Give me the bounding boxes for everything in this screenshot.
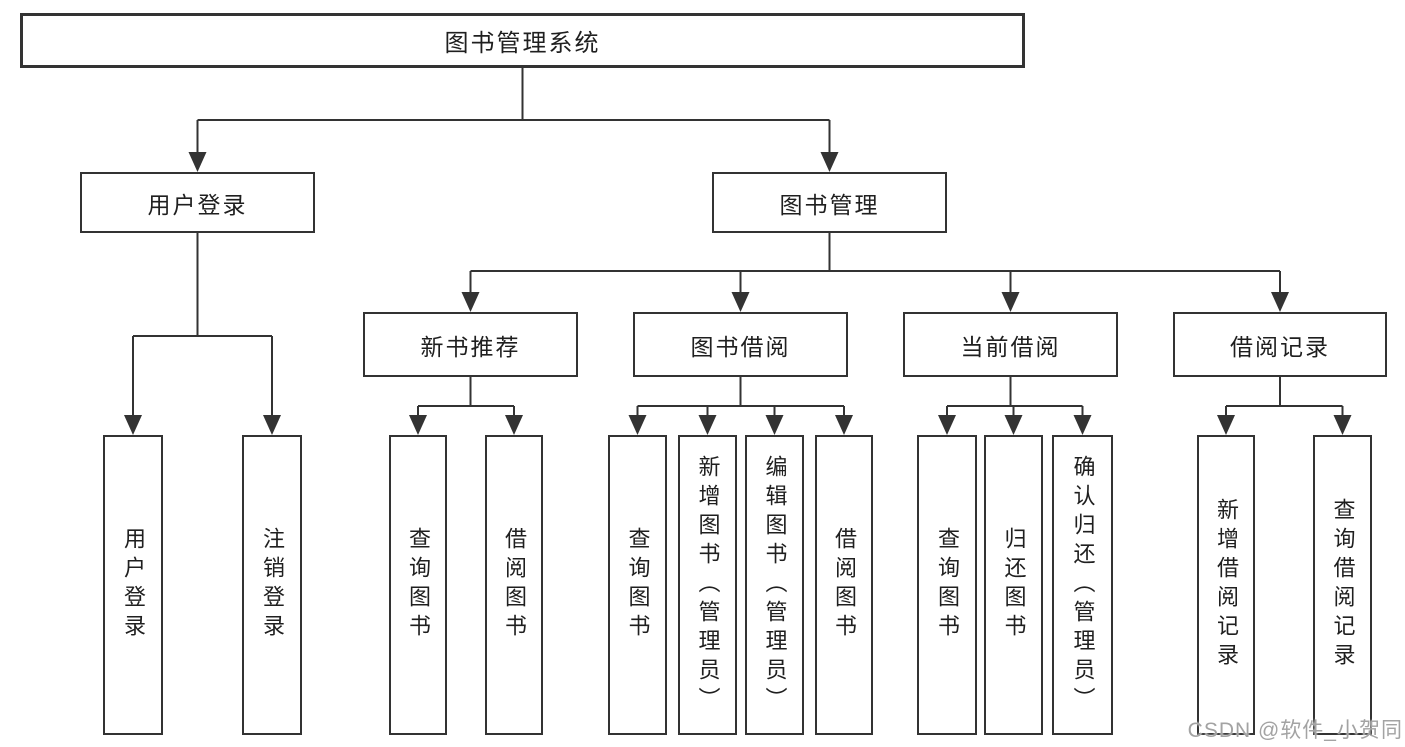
arrowheads [124, 152, 1352, 435]
arrowhead [835, 415, 853, 435]
leaf-borrow-borrow-books: 借阅图书 [815, 435, 873, 735]
arrowhead [409, 415, 427, 435]
leaf-current-return-books: 归还图书 [984, 435, 1043, 735]
arrowhead [765, 415, 784, 435]
arrowhead [505, 415, 523, 435]
arrowhead [698, 415, 717, 435]
node-book-borrow: 图书借阅 [633, 312, 848, 377]
leaf-current-confirm-return-admin: 确认归还（管理员） [1052, 435, 1113, 735]
node-system-root: 图书管理系统 [20, 13, 1025, 68]
node-new-book-recommend: 新书推荐 [363, 312, 578, 377]
arrowhead [731, 292, 750, 312]
arrowhead [938, 415, 956, 435]
node-user-login: 用户登录 [80, 172, 315, 233]
watermark-text: CSDN @软件_小贺同学 [1187, 719, 1403, 742]
arrowhead [1333, 415, 1352, 435]
arrowhead [1001, 292, 1020, 312]
leaf-borrow-query-books: 查询图书 [608, 435, 667, 735]
connector-lines [132, 68, 1344, 418]
arrowhead [1217, 415, 1235, 435]
arrowhead [820, 152, 839, 172]
leaf-records-add-record: 新增借阅记录 [1197, 435, 1255, 735]
arrowhead [124, 415, 142, 435]
leaf-user-login: 用户登录 [103, 435, 163, 735]
arrowhead [1004, 415, 1023, 435]
leaf-borrow-add-books-admin: 新增图书（管理员） [678, 435, 737, 735]
leaf-recommend-query-books: 查询图书 [389, 435, 447, 735]
leaf-records-query-record: 查询借阅记录 [1313, 435, 1372, 735]
node-book-management: 图书管理 [712, 172, 947, 233]
leaf-borrow-edit-books-admin: 编辑图书（管理员） [745, 435, 804, 735]
leaf-current-query-books: 查询图书 [917, 435, 977, 735]
arrowhead [1073, 415, 1092, 435]
arrowhead [1271, 292, 1289, 312]
node-borrow-records: 借阅记录 [1173, 312, 1387, 377]
leaf-recommend-borrow-books: 借阅图书 [485, 435, 543, 735]
leaf-logout: 注销登录 [242, 435, 302, 735]
node-current-borrow: 当前借阅 [903, 312, 1118, 377]
arrowhead [628, 415, 647, 435]
arrowhead [461, 292, 480, 312]
arrowhead [263, 415, 281, 435]
arrowhead [188, 152, 207, 172]
